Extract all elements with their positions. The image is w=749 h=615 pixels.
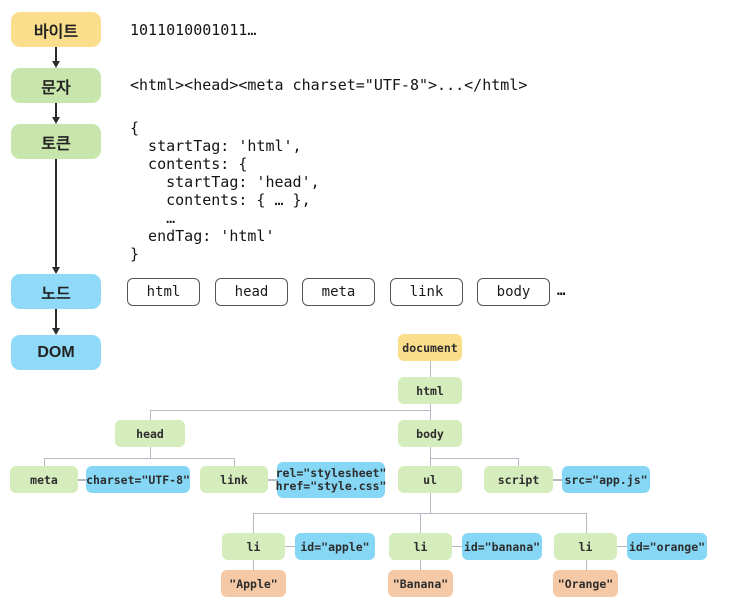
connector-li-id-apple xyxy=(285,545,295,547)
tree-text-orange: "Orange" xyxy=(553,570,618,597)
connector-document-html xyxy=(429,360,431,378)
stage-dom-box: DOM xyxy=(11,335,101,370)
tree-attr-id-apple: id="apple" xyxy=(295,533,375,560)
tree-node-li-banana: li xyxy=(389,533,452,560)
connector-ul-down xyxy=(429,493,431,513)
connector-body-ul xyxy=(429,447,431,466)
tree-attr-charset: charset="UTF-8" xyxy=(86,466,190,493)
connector-branch-li-banana xyxy=(419,513,421,533)
node-box-meta: meta xyxy=(302,278,375,306)
tree-node-document: document xyxy=(398,334,462,361)
connector-ul-branch xyxy=(252,512,586,514)
arrow-bytes-to-chars xyxy=(55,47,57,62)
connector-head-branch xyxy=(43,457,234,459)
stage-tokens-box: 토큰 xyxy=(11,124,101,159)
connector-li-id-orange xyxy=(617,545,627,547)
stage-chars-box: 문자 xyxy=(11,68,101,103)
connector-branch-script xyxy=(517,458,519,466)
tree-text-banana: "Banana" xyxy=(388,570,453,597)
connector-head-down xyxy=(149,447,151,458)
connector-body-branch xyxy=(430,457,518,459)
tree-node-li-apple: li xyxy=(222,533,285,560)
bytes-stream-text: 1011010001011… xyxy=(130,21,257,39)
tree-attr-id-orange: id="orange" xyxy=(627,533,707,560)
tree-attr-rel-href: rel="stylesheet" href="style.css" xyxy=(276,462,386,498)
connector-li-text-orange xyxy=(585,560,587,570)
tree-node-link: link xyxy=(200,466,268,493)
node-row-ellipsis: … xyxy=(557,283,566,299)
html-source-text: <html><head><meta charset="UTF-8">...</h… xyxy=(130,76,528,94)
node-box-html: html xyxy=(127,278,200,306)
arrow-tokens-to-nodes xyxy=(55,159,57,268)
arrow-chars-to-tokens xyxy=(55,103,57,118)
tree-node-html: html xyxy=(398,377,462,404)
connector-meta-charset xyxy=(78,479,86,481)
connector-li-id-banana xyxy=(452,545,462,547)
connector-html-body xyxy=(429,404,431,420)
tree-node-body: body xyxy=(398,420,462,447)
arrowhead-icon xyxy=(51,117,60,124)
connector-li-text-apple xyxy=(252,560,254,570)
tree-node-li-orange: li xyxy=(554,533,617,560)
connector-branch-meta xyxy=(43,458,45,466)
stage-bytes-box: 바이트 xyxy=(11,12,101,47)
connector-link-attrs xyxy=(268,479,277,481)
tree-node-meta: meta xyxy=(10,466,78,493)
connector-branch-li-apple xyxy=(252,513,254,533)
connector-script-src xyxy=(553,479,562,481)
tree-node-script: script xyxy=(484,466,553,493)
tree-attr-id-banana: id="banana" xyxy=(462,533,542,560)
connector-branch-head xyxy=(149,410,151,420)
connector-branch-li-orange xyxy=(585,513,587,533)
arrow-nodes-to-dom xyxy=(55,309,57,329)
node-box-head: head xyxy=(215,278,288,306)
arrowhead-icon xyxy=(51,61,60,68)
arrowhead-icon xyxy=(51,267,60,274)
tree-text-apple: "Apple" xyxy=(221,570,286,597)
token-object-code: { startTag: 'html', contents: { startTag… xyxy=(130,119,320,263)
tree-attr-src: src="app.js" xyxy=(562,466,650,493)
node-box-body: body xyxy=(477,278,550,306)
arrowhead-icon xyxy=(51,328,60,335)
node-box-link: link xyxy=(390,278,463,306)
stage-nodes-box: 노드 xyxy=(11,274,101,309)
connector-html-branch xyxy=(149,409,430,411)
connector-li-text-banana xyxy=(419,560,421,570)
tree-node-ul: ul xyxy=(398,466,462,493)
connector-branch-link xyxy=(233,458,235,466)
tree-node-head: head xyxy=(115,420,185,447)
